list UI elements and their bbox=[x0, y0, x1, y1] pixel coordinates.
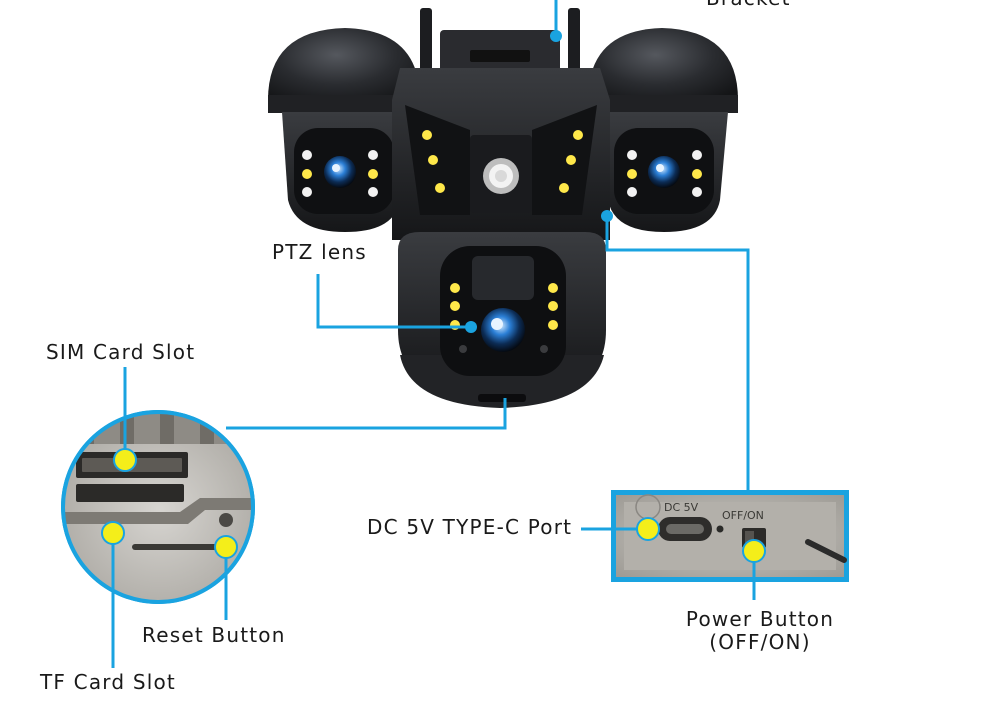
bracket-label: Bracket bbox=[706, 0, 791, 8]
reset-button-label: Reset Button bbox=[142, 623, 286, 647]
ptz-lens-label: PTZ lens bbox=[272, 240, 367, 264]
power-button-label-line1: Power Button bbox=[685, 607, 835, 631]
switch-marking: OFF/ON bbox=[722, 509, 764, 522]
antenna-right bbox=[568, 8, 580, 78]
center-housing bbox=[392, 68, 610, 240]
slot-inset bbox=[61, 410, 255, 604]
callout-dots bbox=[101, 30, 766, 563]
right-camera-head bbox=[588, 28, 738, 232]
tf-callout-dot bbox=[101, 521, 125, 545]
callout-lines bbox=[111, 0, 756, 668]
power-callout-dot bbox=[742, 539, 766, 563]
tf-card-slot-label: TF Card Slot bbox=[40, 670, 176, 694]
power-button-label: Power Button (OFF/ON) bbox=[680, 608, 840, 654]
dc-callout-dot bbox=[636, 517, 660, 541]
camera-body bbox=[268, 8, 738, 408]
dc-marking: DC 5V bbox=[664, 501, 699, 514]
left-camera-head bbox=[268, 28, 420, 232]
ptz-camera-head bbox=[398, 232, 606, 408]
antenna-left bbox=[420, 8, 432, 78]
reset-callout-dot bbox=[214, 535, 238, 559]
sim-callout-dot bbox=[113, 448, 137, 472]
power-button-label-line2: (OFF/ON) bbox=[709, 630, 811, 654]
dc-port-label: DC 5V TYPE-C Port bbox=[367, 515, 573, 539]
sim-card-slot-label: SIM Card Slot bbox=[46, 340, 196, 364]
